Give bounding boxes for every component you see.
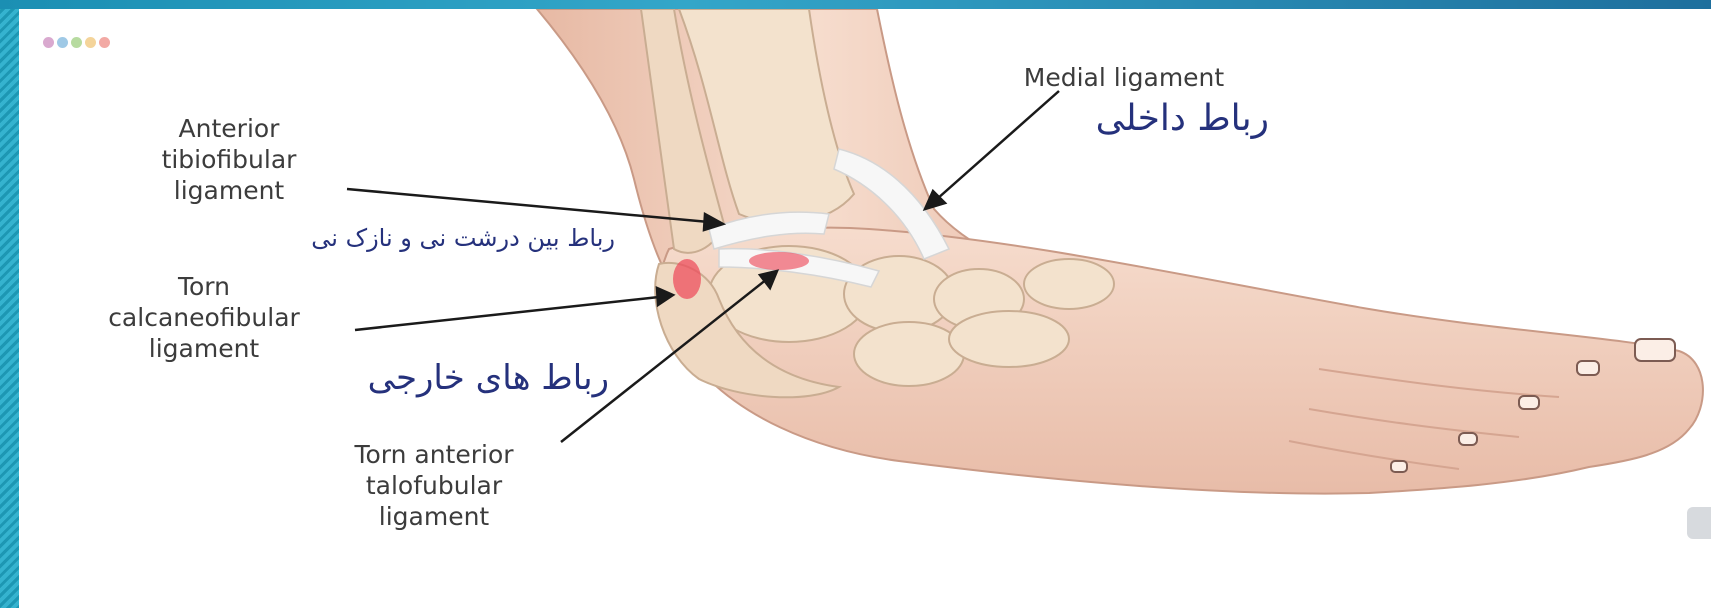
toenail	[1519, 396, 1539, 409]
tarsal-bone	[854, 322, 964, 386]
label-anterior-talofibular: Torn anterior talofubular ligament	[299, 439, 569, 532]
toenail	[1459, 433, 1477, 445]
toenail	[1635, 339, 1675, 361]
label-lateral-ligaments-fa: رباط های خارجی	[241, 357, 609, 399]
tear-anterior-talofibular	[749, 252, 809, 270]
tear-calcaneofibular	[673, 259, 701, 299]
tarsal-bone	[1024, 259, 1114, 309]
corner-tab	[1687, 507, 1711, 539]
slide-top-bar	[0, 0, 1711, 9]
label-anterior-tibiofibular: Anterior tibiofibular ligament	[119, 113, 339, 206]
leader-calcaneofibular	[355, 297, 659, 330]
toenail	[1577, 361, 1599, 375]
tarsal-bone	[949, 311, 1069, 367]
label-medial-ligament-fa: رباط داخلی	[1029, 97, 1269, 141]
label-calcaneofibular: Torn calcaneofibular ligament	[44, 271, 364, 364]
diagram-panel: Medial ligament رباط داخلی Anterior tibi…	[19, 9, 1711, 608]
toenail	[1391, 461, 1407, 472]
label-medial-ligament: Medial ligament	[979, 62, 1269, 93]
label-anterior-tibiofibular-fa: رباط بین درشت نی و نازک نی	[107, 223, 615, 253]
